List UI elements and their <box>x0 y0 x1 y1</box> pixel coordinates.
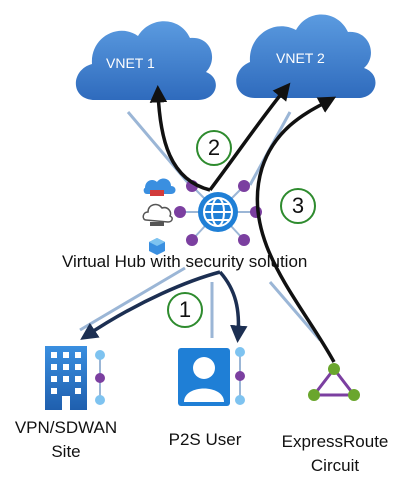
user-icon <box>178 347 245 406</box>
vnet2-label: VNET 2 <box>276 50 325 66</box>
security-cloud-icon <box>142 203 173 226</box>
flow-1-arrows <box>80 270 248 343</box>
p2s-user-label: P2S User <box>168 430 242 449</box>
security-box-icon <box>149 238 165 255</box>
vnet2-cloud <box>236 14 376 98</box>
expressroute-label-line1: ExpressRoute <box>281 432 389 451</box>
vpn-site-label-line1: VPN/SDWAN <box>14 418 118 437</box>
expressroute-label-line2: Circuit <box>310 456 360 475</box>
hub-globe-icon <box>198 192 238 232</box>
flow-1-badge: 1 <box>167 292 203 328</box>
flow-3-arrow <box>255 96 337 363</box>
hub-label: Virtual Hub with security solution <box>62 252 308 271</box>
firewall-icon <box>143 178 176 196</box>
building-icon <box>45 346 105 410</box>
flow-3-badge: 3 <box>280 188 316 224</box>
vpn-site-label-line2: Site <box>51 442 81 461</box>
vnet1-label: VNET 1 <box>106 55 155 71</box>
expressroute-triangle-icon <box>308 363 360 401</box>
expressroute-label: ExpressRoute Circuit <box>272 430 398 478</box>
vpn-site-label: VPN/SDWAN Site <box>8 416 124 464</box>
vnet1-cloud <box>75 21 216 101</box>
flow-2-arrows <box>149 82 291 192</box>
flow-2-badge: 2 <box>196 130 232 166</box>
